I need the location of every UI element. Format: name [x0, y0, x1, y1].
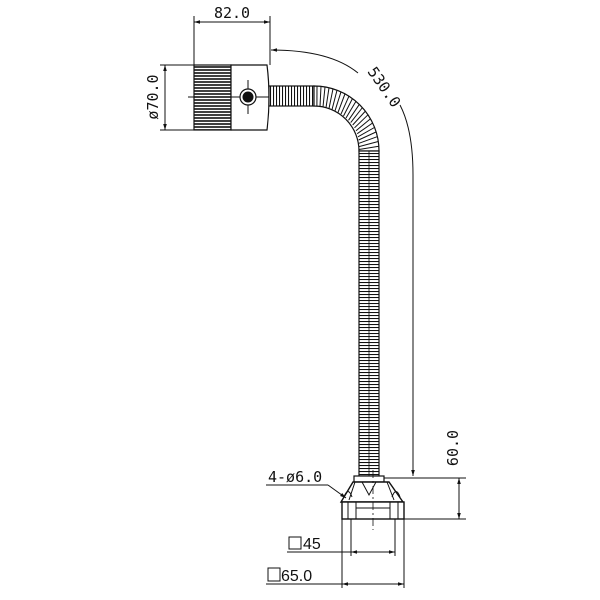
gooseneck-arm [268, 85, 380, 477]
base-height-label: 60.0 [444, 430, 462, 466]
dimension-outer-square: 65.0 [266, 519, 405, 588]
inner-square-label: 45 [303, 536, 321, 553]
head-diameter-label: ø70.0 [144, 74, 162, 119]
dimension-inner-square: 45 [287, 519, 396, 556]
lamp-base [339, 470, 405, 530]
dimension-base-height: 60.0 [384, 430, 466, 520]
dimension-mount-holes: 4-ø6.0 [266, 468, 347, 499]
head-length-label: 82.0 [214, 4, 250, 22]
base-collar [353, 475, 385, 483]
head-screw-icon [242, 91, 254, 103]
dimension-head-diameter: ø70.0 [144, 64, 194, 131]
mount-holes-label: 4-ø6.0 [268, 468, 322, 486]
arm-length-label: 530.0 [364, 63, 405, 110]
dimension-head-length: 82.0 [193, 4, 271, 65]
outer-square-label: 65.0 [281, 568, 312, 585]
lamp-head [188, 64, 278, 131]
